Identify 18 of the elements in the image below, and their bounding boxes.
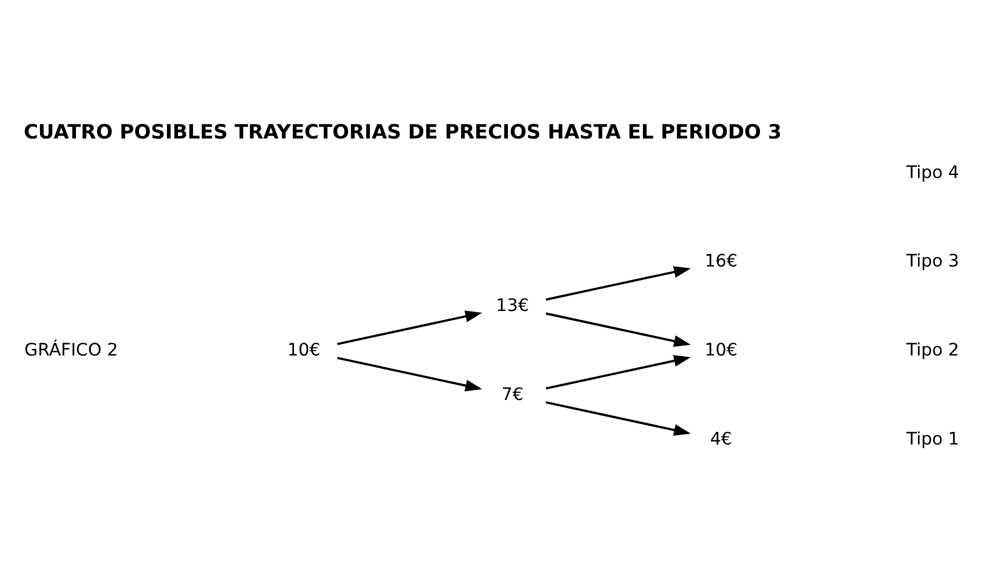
label: Tipo 4: [906, 162, 960, 183]
arrow: [546, 355, 691, 390]
arrow: [546, 312, 691, 347]
arrow: [337, 310, 482, 346]
node-text: 13€: [496, 296, 529, 316]
arrow: [546, 401, 691, 436]
label: Tipo 1: [906, 429, 960, 450]
node-text: 10€: [287, 340, 320, 361]
label: Tipo 2: [906, 340, 960, 361]
label: Tipo 3: [906, 252, 960, 272]
label: GRÁFICO 2: [24, 340, 118, 361]
diagram-title: CUATRO POSIBLES TRAYECTORIAS DE PRECIOS HASTA EL PERIODO 3: [24, 120, 782, 144]
node-text: 16€: [704, 252, 738, 272]
node-text: 4€: [710, 429, 732, 450]
arrow: [337, 356, 482, 392]
node-text: 10€: [704, 340, 738, 361]
node-text: 7€: [501, 384, 524, 405]
arrow: [546, 266, 691, 301]
